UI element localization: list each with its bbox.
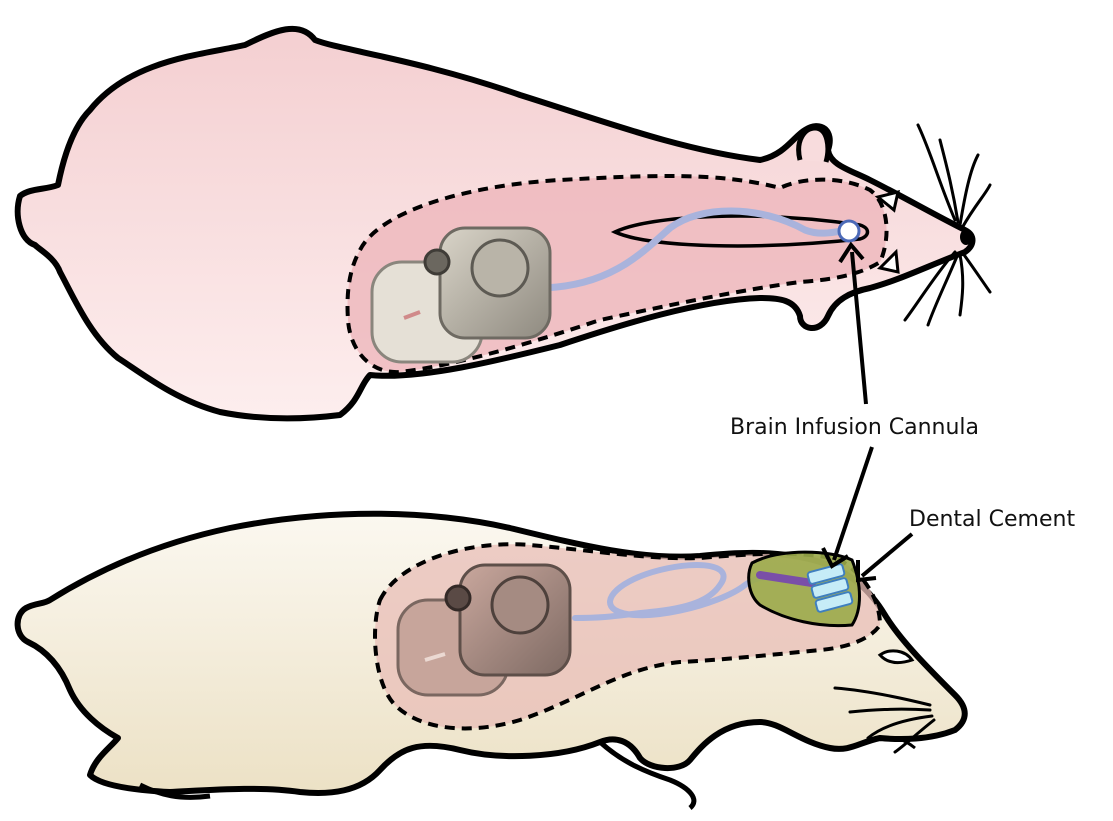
top-rat-cannula-site: [839, 221, 859, 241]
bottom-rat: [18, 514, 965, 808]
label-brain-infusion-cannula: Brain Infusion Cannula: [730, 415, 979, 440]
top-rat-nose: [960, 229, 972, 245]
arrow-to-cement: [862, 534, 912, 576]
top-rat-ear: [799, 128, 828, 162]
cement-arrow: [858, 534, 912, 580]
top-rat: [18, 29, 990, 419]
arrow-to-bottom-cannula: [834, 447, 872, 560]
label-dental-cement: Dental Cement: [909, 507, 1075, 532]
